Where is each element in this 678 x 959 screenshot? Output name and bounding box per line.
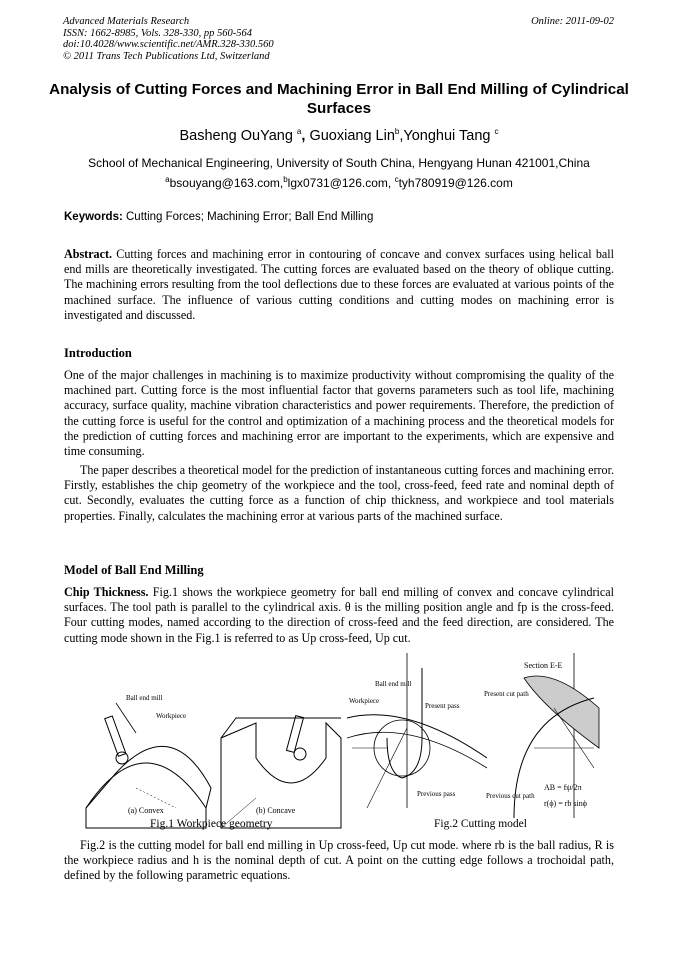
author-1: Basheng OuYang [179, 128, 293, 144]
fig2-eq-r: r(ϕ) = rb sinϕ [544, 799, 587, 808]
fig1-label-ball-end-mill: Ball end mill [126, 694, 163, 702]
intro-paragraph-2: The paper describes a theoretical model … [64, 463, 614, 523]
section-introduction: Introduction [64, 346, 132, 360]
email-3-sup: c [394, 175, 399, 184]
fig1b-concave-diagram [220, 714, 342, 829]
email-3: tyh780919@126.com [398, 176, 513, 190]
journal-name: Advanced Materials Research [63, 16, 190, 27]
fig2-label-ball-end-mill: Ball end mill [375, 680, 412, 688]
online-date: Online: 2011-09-02 [531, 16, 614, 27]
fig2-cutting-model-diagram: Ball end mill Workpiece Present pass Pre… [347, 653, 487, 809]
chip-thickness-paragraph: Chip Thickness. Fig.1 shows the workpiec… [64, 585, 614, 646]
authors: Basheng OuYang a, Guoxiang Linb,Yonghui … [179, 127, 499, 144]
author-1-sup: a [296, 127, 302, 137]
fig2-label-previous-cut-path: Previous cut path [486, 792, 535, 800]
fig1-label-workpiece: Workpiece [156, 712, 186, 720]
fig2-label-present-cut-path: Present cut path [484, 690, 529, 698]
email-2-sup: b [283, 175, 288, 184]
email-1-sup: a [165, 175, 170, 184]
fig2-label-workpiece: Workpiece [349, 697, 379, 705]
fig2-label-present-pass: Present pass [425, 702, 460, 710]
fig2-caption: Fig.2 Cutting model [434, 818, 527, 830]
abstract-text: Cutting forces and machining error in co… [64, 247, 614, 322]
abstract: Abstract. Cutting forces and machining e… [64, 247, 614, 323]
author-3-sup: c [494, 127, 499, 137]
journal-header: Advanced Materials Research ISSN: 1662-8… [63, 16, 274, 62]
abstract-label: Abstract. [64, 247, 113, 261]
email-2: lgx0731@126.com, [287, 176, 395, 190]
fig2-label-section: Section E-E [524, 661, 563, 670]
paper-title: Analysis of Cutting Forces and Machining… [49, 81, 629, 117]
author-3: Yonghui Tang [403, 128, 491, 144]
fig2-label-previous-pass: Previous pass [417, 790, 456, 798]
fig2-eq-ab: AB = fψ/2π [544, 783, 582, 792]
copyright: © 2011 Trans Tech Publications Ltd, Swit… [63, 50, 270, 62]
figures-area: Ball end mill Workpiece (a) Convex (b) C… [64, 648, 614, 833]
fig1a-convex-diagram: Ball end mill Workpiece [85, 694, 212, 829]
keywords-label: Keywords: [64, 211, 123, 223]
fig2-section-diagram: Section E-E Present cut path Previous cu… [484, 653, 600, 819]
fig2-description-paragraph: Fig.2 is the cutting model for ball end … [64, 838, 614, 883]
intro-paragraph-1: One of the major challenges in machining… [64, 368, 614, 459]
fig1a-subcaption: (a) Convex [128, 806, 164, 815]
fig1-caption: Fig.1 Workpiece geometry [150, 818, 273, 830]
doi: doi:10.4028/www.scientific.net/AMR.328-3… [63, 39, 274, 51]
section-model: Model of Ball End Milling [64, 563, 204, 577]
chip-thickness-label: Chip Thickness. [64, 585, 149, 599]
keywords: Keywords: Cutting Forces; Machining Erro… [64, 211, 373, 223]
affiliation: School of Mechanical Engineering, Univer… [88, 156, 590, 170]
fig1b-subcaption: (b) Concave [256, 806, 296, 815]
author-2: Guoxiang Lin [309, 128, 395, 144]
issn: ISSN: 1662-8985, Vols. 328-330, pp 560-5… [63, 27, 252, 39]
keywords-text: Cutting Forces; Machining Error; Ball En… [122, 211, 374, 223]
emails: absouyang@163.com,blgx0731@126.com, ctyh… [40, 175, 638, 191]
email-1: bsouyang@163.com, [169, 176, 284, 190]
chip-thickness-text: Fig.1 shows the workpiece geometry for b… [64, 585, 614, 645]
author-2-sup: b [394, 127, 400, 137]
